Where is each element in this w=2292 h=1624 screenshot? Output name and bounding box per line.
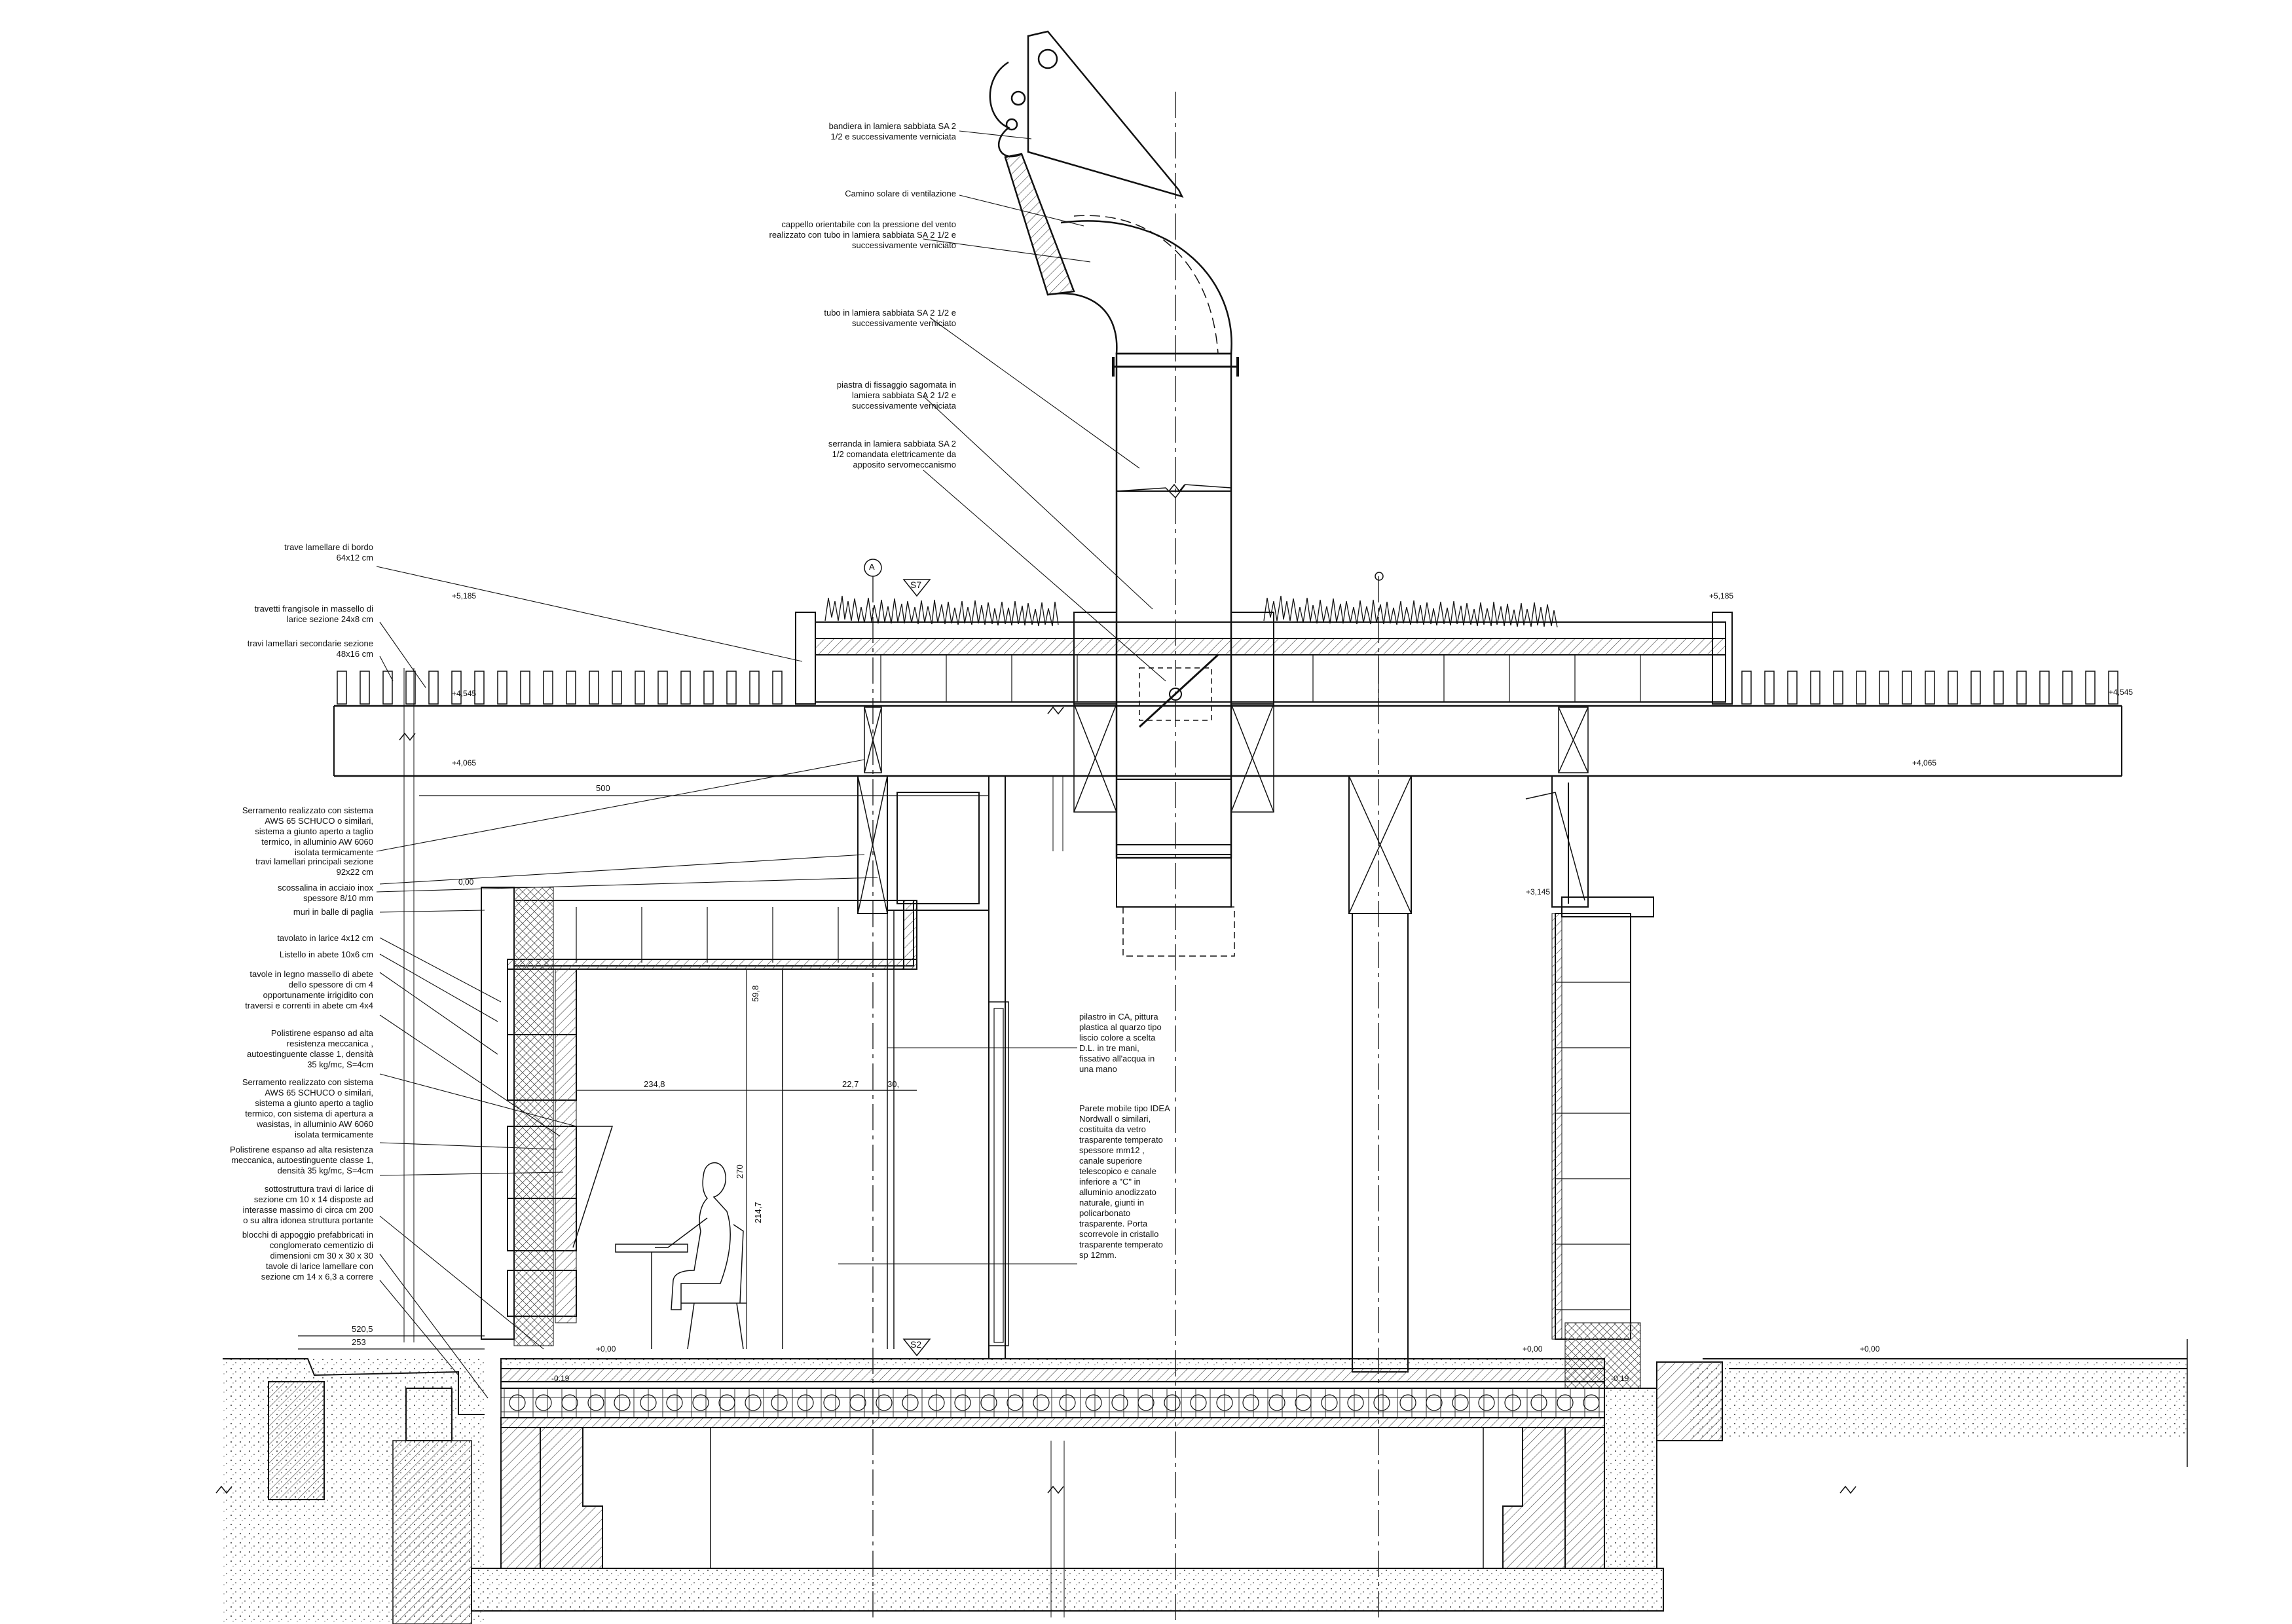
dimension-label: 520,5 xyxy=(352,1324,373,1334)
markers xyxy=(864,559,1384,1357)
level-marker: +0,00 xyxy=(1523,1344,1543,1354)
column xyxy=(1348,775,1412,1373)
label-polistirene-1: Polistirene espanso ad alta resistenza m… xyxy=(247,1028,373,1069)
dimension-label: 500 xyxy=(596,783,610,793)
label-parete-mobile: Parete mobile tipo IDEA Nordwall o simil… xyxy=(1079,1103,1170,1260)
level-marker: -0,19 xyxy=(551,1374,570,1383)
floor-slab xyxy=(471,1358,1664,1612)
level-marker: 0,00 xyxy=(458,877,474,887)
dimension-label: 253 xyxy=(352,1337,366,1347)
level-marker: -0,19 xyxy=(1611,1374,1629,1383)
label-tubo: tubo in lamiera sabbiata SA 2 1/2 e succ… xyxy=(824,308,956,328)
right-building xyxy=(1525,775,1654,1389)
label-tavolato: tavolato in larice 4x12 cm xyxy=(277,933,373,943)
section-tag-s2: S2 xyxy=(910,1339,922,1350)
level-marker: +4,545 xyxy=(2109,688,2134,697)
solar-chimney xyxy=(989,30,1239,957)
dimension-label: 22,7 xyxy=(842,1079,859,1089)
label-serranda: serranda in lamiera sabbiata SA 2 1/2 co… xyxy=(828,439,956,470)
label-serramento-1: Serramento realizzato con sistema AWS 65… xyxy=(242,805,373,857)
label-bandiera: bandiera in lamiera sabbiata SA 2 1/2 e … xyxy=(828,121,956,141)
roof-beams xyxy=(333,671,2122,813)
level-marker: +4,545 xyxy=(452,689,477,698)
label-scossalina: scossalina in acciaio inox spessore 8/10… xyxy=(278,883,373,903)
label-travetti: travetti frangisole in massello di laric… xyxy=(254,604,373,624)
level-marker: +0,00 xyxy=(596,1344,616,1354)
label-travi-principali: travi lamellari principali sezione 92x22… xyxy=(255,857,373,877)
level-marker: +0,00 xyxy=(1860,1344,1880,1354)
label-tavole-abete: tavole in legno massello di abete dello … xyxy=(245,969,373,1010)
dimension-label: 30, xyxy=(887,1079,900,1089)
label-tavole-larice: tavole di larice lamellare con sezione c… xyxy=(261,1261,373,1282)
green-roof xyxy=(795,595,1733,705)
leader-lines xyxy=(376,130,1166,1399)
label-trave-bordo: trave lamellare di bordo 64x12 cm xyxy=(284,542,373,563)
label-travi-secondarie: travi lamellari secondarie sezione 48x16… xyxy=(247,638,373,659)
axis-tag-a: A xyxy=(869,562,875,572)
dimension-label: 234,8 xyxy=(644,1079,665,1089)
label-piastra: piastra di fissaggio sagomata in lamiera… xyxy=(836,380,956,411)
level-marker: +4,065 xyxy=(1912,758,1937,767)
left-building xyxy=(481,775,1009,1359)
break-lines xyxy=(215,483,1857,1617)
dimension-label: 59,8 xyxy=(750,985,760,1002)
label-blocchi: blocchi di appoggio prefabbricati in con… xyxy=(242,1230,373,1261)
label-polistirene-2: Polistirene espanso ad alta resistenza m… xyxy=(230,1145,373,1175)
label-camino: Camino solare di ventilazione xyxy=(845,189,956,198)
level-marker: +4,065 xyxy=(452,758,477,767)
section-tag-s7: S7 xyxy=(910,580,922,590)
label-listello: Listello in abete 10x6 cm xyxy=(279,950,373,959)
dimension-lines xyxy=(298,795,989,1350)
dimension-label: 270 xyxy=(735,1164,745,1179)
label-sottostruttura: sottostruttura travi di larice di sezion… xyxy=(242,1184,373,1225)
dimension-label: 214,7 xyxy=(753,1202,763,1223)
label-cappello: cappello orientabile con la pressione de… xyxy=(769,219,956,250)
level-marker: +3,145 xyxy=(1526,887,1551,896)
terrain xyxy=(223,1339,2188,1624)
level-marker: +5,185 xyxy=(452,591,477,600)
label-pilastro: pilastro in CA, pittura plastica al quar… xyxy=(1079,1012,1162,1074)
label-muri-paglia: muri in balle di paglia xyxy=(293,907,373,917)
label-serramento-2: Serramento realizzato con sistema AWS 65… xyxy=(242,1077,373,1139)
level-marker: +5,185 xyxy=(1709,591,1734,600)
